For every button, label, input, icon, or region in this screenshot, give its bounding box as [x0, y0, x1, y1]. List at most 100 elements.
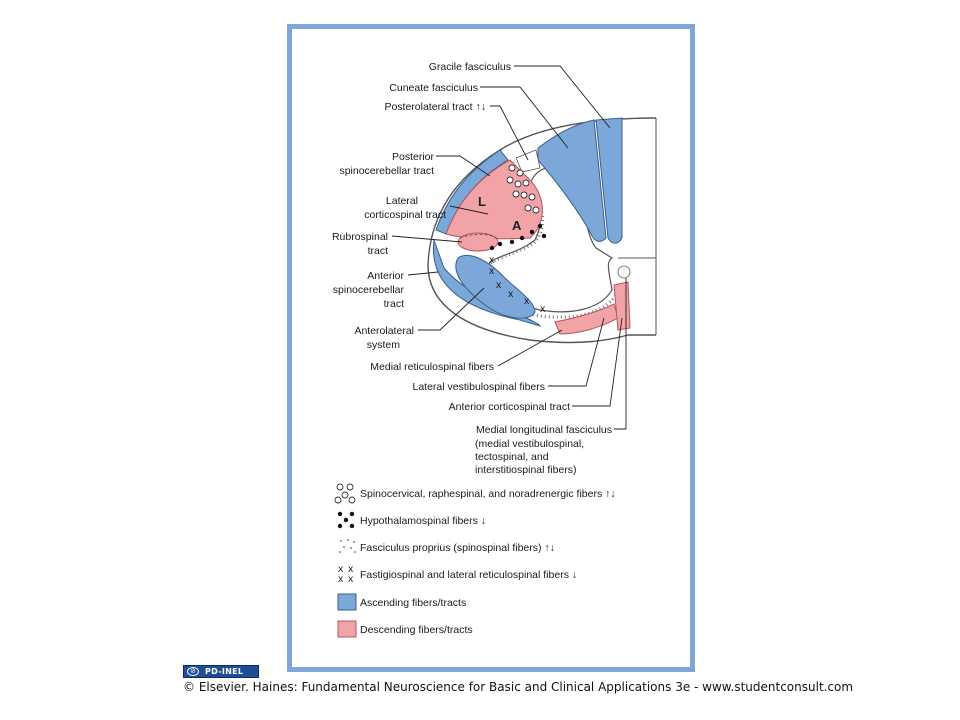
label-posterolateral-tract: Posterolateral tract ↑↓: [384, 101, 486, 113]
legend-filled-dot: [349, 511, 355, 517]
legend-open-circle: [341, 491, 349, 499]
open-circle-mark: [522, 179, 530, 187]
label-lateral-cs-1: Lateral: [386, 195, 418, 207]
filled-dot-mark: [529, 229, 535, 235]
open-circles-group: [506, 164, 540, 214]
legend-x-marks-text: Fastigiospinal and lateral reticulospina…: [360, 569, 577, 581]
leader-anterior-sc: [407, 271, 439, 276]
x-mark: x: [489, 265, 495, 277]
open-circle-mark: [508, 164, 516, 172]
legend-fine-dot: [350, 547, 352, 549]
leader-posterolateral: [490, 105, 529, 161]
x-marks-group: x x x x x x: [489, 254, 546, 315]
filled-dot-mark: [497, 241, 503, 247]
leader-lines: [391, 65, 627, 430]
open-circle-mark: [516, 169, 524, 177]
legend-fine-dot: [343, 546, 345, 548]
legend-pink-swatch: [337, 620, 357, 638]
label-rubrospinal-1: Rubrospinal: [332, 231, 388, 243]
license-badge: ⊘ PD-INEL: [183, 665, 259, 678]
legend-fine-dots-text: Fasciculus proprius (spinospinal fibers)…: [360, 542, 555, 554]
legend-open-circles-symbol: [334, 483, 356, 504]
leader-anterior-cs: [572, 317, 623, 407]
legend-filled-dot: [337, 523, 343, 529]
legend-x-mark: x: [338, 573, 344, 585]
label-anterior-sc-1: Anterior: [367, 270, 404, 282]
legend-x-mark: x: [348, 573, 354, 585]
leader-lateral-vestibulospinal: [548, 317, 605, 387]
leader-anterolateral: [418, 287, 485, 331]
legend-filled-dots-symbol: [337, 511, 355, 529]
legend-x-mark: x: [348, 563, 354, 575]
legend-open-circle: [348, 496, 356, 504]
anterior-corticospinal-tract: [613, 281, 631, 331]
filled-dots-group: [489, 223, 547, 251]
legend-x-marks-symbol: x x x x: [338, 563, 354, 585]
legend: Spinocervical, raphespinal, and noradren…: [334, 483, 616, 638]
filled-dot-mark: [489, 245, 495, 251]
cuneate-fasciculus-tract: [537, 119, 607, 242]
label-gracile-fasciculus: Gracile fasciculus: [429, 61, 511, 73]
legend-x-mark: x: [338, 563, 344, 575]
copyright-credit: © Elsevier. Haines: Fundamental Neurosci…: [183, 680, 854, 694]
label-anterolateral-2: system: [367, 339, 401, 351]
letter-l: L: [478, 194, 486, 209]
label-posterior-sc-1: Posterior: [392, 151, 435, 163]
legend-open-circles-text: Spinocervical, raphespinal, and noradren…: [360, 488, 616, 500]
x-mark: x: [496, 279, 502, 291]
legend-fine-dot: [340, 540, 342, 542]
leader-medial-reticulospinal: [497, 329, 563, 367]
label-anterior-sc-3: tract: [384, 298, 405, 310]
label-rubrospinal-2: tract: [368, 245, 389, 257]
public-domain-icon: ⊘: [187, 667, 199, 676]
x-mark: x: [489, 254, 495, 266]
label-cuneate-fasciculus: Cuneate fasciculus: [389, 82, 478, 94]
posterolateral-tract: [515, 149, 541, 173]
filled-dot-mark: [509, 239, 515, 245]
license-badge-text: PD-INEL: [205, 667, 244, 676]
letter-a: A: [512, 218, 522, 233]
gracile-fasciculus-tract: [595, 117, 623, 244]
x-mark: x: [508, 288, 514, 300]
open-circle-mark: [524, 204, 532, 212]
open-circle-mark: [528, 193, 536, 201]
legend-blue-swatch: [337, 593, 357, 611]
label-medial-reticulospinal: Medial reticulospinal fibers: [370, 361, 494, 373]
rubrospinal-dash: [459, 233, 499, 241]
leader-lateral-cs: [449, 205, 489, 215]
leader-cuneate: [480, 86, 569, 149]
open-circle-mark: [512, 190, 520, 198]
legend-fine-dot: [339, 551, 341, 553]
open-circle-mark: [514, 180, 522, 188]
cord-outline: [427, 117, 657, 344]
legend-open-circle: [336, 483, 344, 491]
legend-filled-dot: [343, 517, 349, 523]
legend-filled-dot: [349, 523, 355, 529]
mlf-region: [617, 265, 631, 279]
legend-open-circle: [334, 496, 342, 504]
legend-filled-dot: [337, 511, 343, 517]
label-anterior-corticospinal: Anterior corticospinal tract: [449, 401, 570, 413]
leader-gracile: [514, 65, 611, 129]
label-lateral-vestibulospinal: Lateral vestibulospinal fibers: [413, 381, 546, 393]
x-mark: x: [540, 303, 546, 315]
legend-descending-text: Descending fibers/tracts: [360, 624, 473, 636]
legend-filled-dots-text: Hypothalamospinal fibers ↓: [360, 515, 486, 527]
legend-ascending-text: Ascending fibers/tracts: [360, 597, 466, 609]
label-posterior-sc-2: spinocerebellar tract: [339, 165, 434, 177]
label-mlf-4: interstitiospinal fibers): [475, 464, 577, 476]
label-anterior-sc-2: spinocerebellar: [333, 284, 405, 296]
x-mark: x: [524, 295, 530, 307]
anterolateral-system: [455, 255, 536, 319]
legend-fine-dot: [347, 539, 349, 541]
label-mlf-2: (medial vestibulospinal,: [475, 438, 584, 450]
legend-open-circle: [346, 483, 354, 491]
label-mlf-1: Medial longitudinal fasciculus: [476, 424, 612, 436]
figure-frame: [287, 24, 695, 672]
leader-posterior-sc: [436, 155, 491, 177]
open-circle-mark: [532, 206, 540, 214]
leader-rubrospinal: [391, 235, 463, 243]
label-lateral-cs-2: corticospinal tract: [364, 209, 446, 221]
legend-fine-dots-symbol: [339, 539, 356, 553]
